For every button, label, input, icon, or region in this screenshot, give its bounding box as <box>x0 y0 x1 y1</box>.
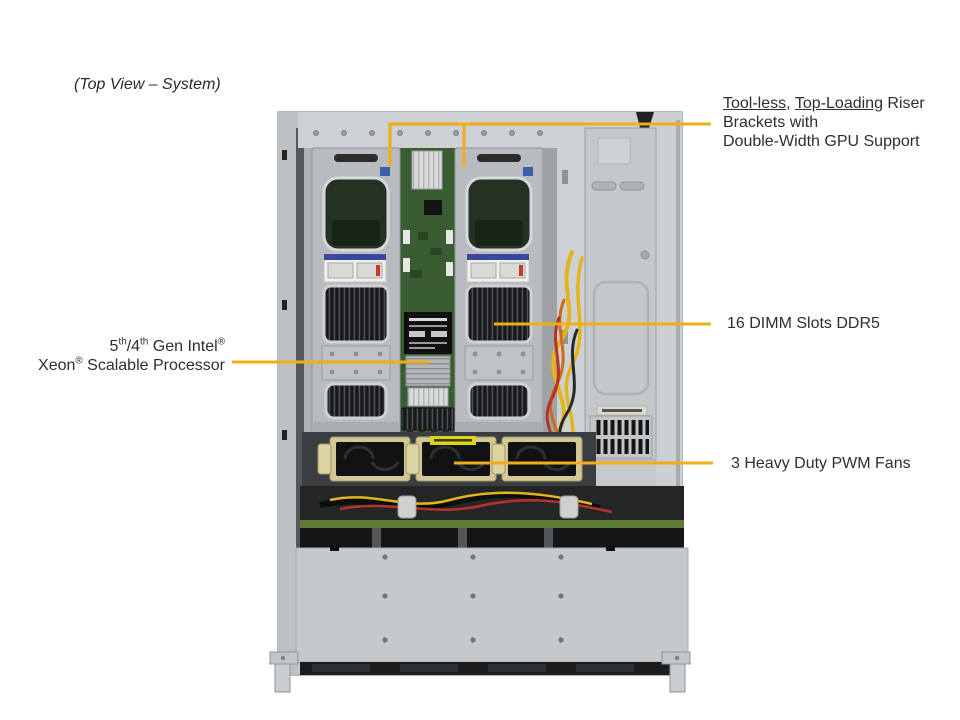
fan-row <box>302 432 596 486</box>
callout-lines <box>232 122 713 465</box>
riser-bracket-right <box>454 147 544 437</box>
psu-vent-grille <box>589 415 653 459</box>
cpu-gen-text: Gen Intel <box>148 338 218 355</box>
registered-mark: ® <box>217 336 225 348</box>
motherboard <box>400 148 455 436</box>
riser-underlined-text-2: Top-Loading <box>794 95 883 112</box>
fan-3 <box>501 436 583 482</box>
cpu-product-text: Scalable Processor <box>82 357 225 374</box>
riser-tag <box>523 167 533 176</box>
riser-text-rest: Riser <box>882 95 925 112</box>
drive-bays-bottom <box>300 662 684 675</box>
figure-title: (Top View – System) <box>74 76 221 93</box>
riser-callout-line3: Double-Width GPU Support <box>723 133 920 150</box>
riser-bracket-left <box>311 147 401 437</box>
dimm-window-lower <box>324 382 388 420</box>
cpu-gen-number-2: /4 <box>126 338 141 355</box>
chipset <box>424 200 442 215</box>
riser-handle <box>477 154 521 162</box>
open-riser-bay <box>557 140 587 436</box>
cpu-callout-line1: 5th/4th Gen Intel® <box>38 337 225 356</box>
riser-callout-line1: Tool-less,Top-Loading Riser <box>723 94 925 113</box>
chassis-left-rail <box>278 112 298 675</box>
dimm-window-lower <box>467 382 531 420</box>
standoff <box>397 495 417 519</box>
cpu-heatsink <box>404 312 452 387</box>
rack-handle-left <box>269 651 299 693</box>
riser-callout-line <box>388 122 711 167</box>
drive-bay-cover <box>295 545 689 663</box>
riser-instruction-label <box>466 253 530 283</box>
dimm-window <box>465 284 533 344</box>
cpu-gen-number: 5 <box>109 338 119 355</box>
fan-1 <box>329 436 411 482</box>
drive-bays-top <box>300 528 684 548</box>
fans-callout-label: 3 Heavy Duty PWM Fans <box>731 455 911 472</box>
dimm-callout-label: 16 DIMM Slots DDR5 <box>727 315 880 332</box>
riser-underlined-text-1: Tool-less, <box>723 95 791 112</box>
dimm-window <box>322 284 390 344</box>
power-supply-bay <box>584 127 657 461</box>
cpu-brand: Xeon <box>38 357 76 374</box>
cpu-sup: th <box>118 336 127 348</box>
riser-callout-label: Tool-less,Top-Loading Riser Brackets wit… <box>723 94 925 151</box>
drive-backplane <box>300 520 684 528</box>
riser-handle <box>334 154 378 162</box>
ribbon-connector <box>411 150 443 190</box>
riser-callout-line2: Brackets with <box>723 114 819 131</box>
standoff <box>559 495 579 519</box>
riser-tag <box>380 167 390 176</box>
riser-instruction-label <box>323 253 387 283</box>
cable-tray <box>300 486 684 520</box>
registered-mark: ® <box>75 355 83 367</box>
riser-plate <box>464 345 534 381</box>
cpu-sup: th <box>140 336 149 348</box>
rack-handle-right <box>661 651 691 693</box>
cpu-callout-label: 5th/4th Gen Intel® Xeon® Scalable Proces… <box>38 337 225 375</box>
cpu-callout-line2: Xeon® Scalable Processor <box>38 356 225 375</box>
